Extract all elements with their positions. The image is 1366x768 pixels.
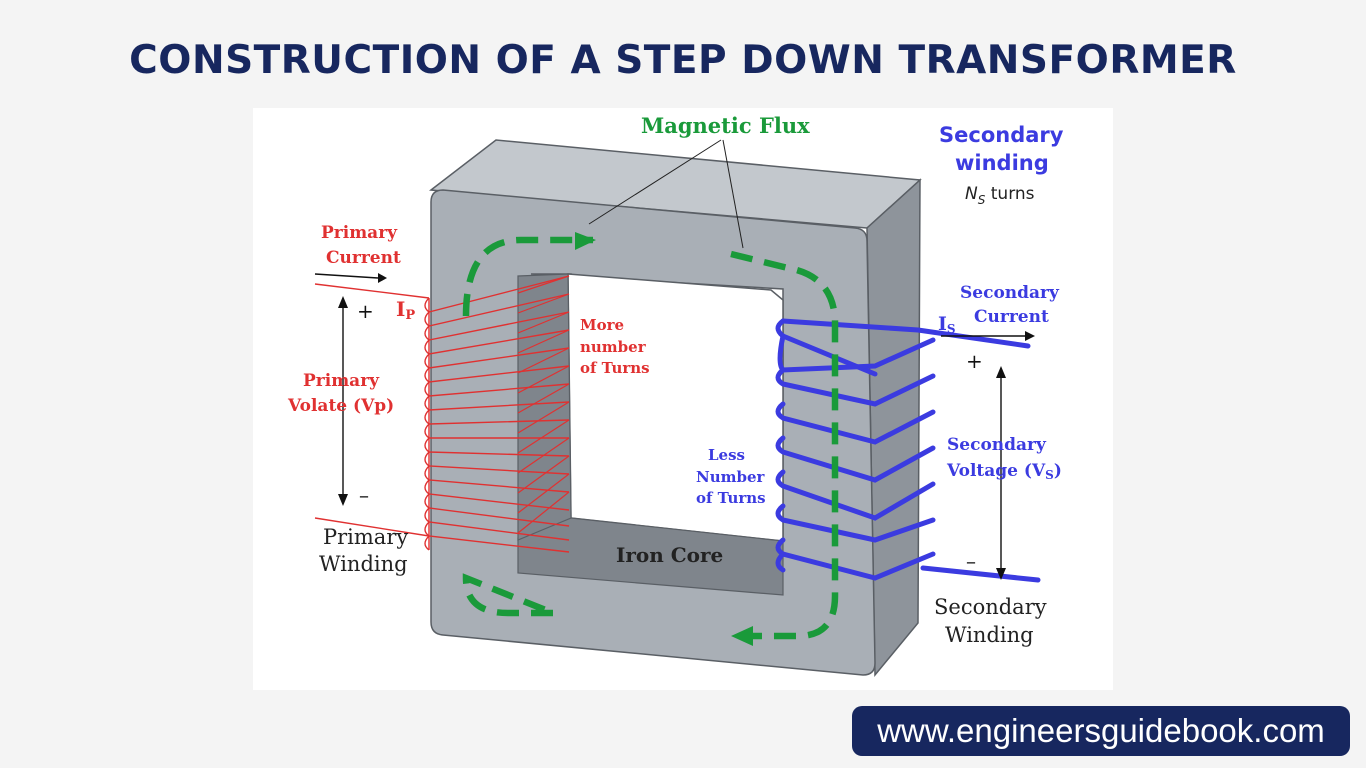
core-right-face	[866, 178, 921, 678]
secondary-voltage-arrowhead-bottom	[996, 568, 1006, 580]
magnetic-flux-label: Magnetic Flux	[641, 113, 810, 138]
iron-core-label: Iron Core	[616, 543, 723, 567]
secondary-voltage-label-line2: Voltage (VS)	[946, 461, 1062, 482]
less-turns-label-line2: Number	[696, 468, 766, 486]
flux-leader-1	[588, 139, 722, 225]
flux-arrow-top	[575, 232, 596, 250]
primary-minus-sign: –	[359, 483, 369, 507]
secondary-minus-sign: –	[966, 549, 976, 573]
primary-voltage-arrowhead-top	[338, 296, 348, 308]
primary-current-label-line2: Current	[326, 248, 401, 268]
secondary-current-label-line2: Current	[974, 307, 1049, 327]
ns-turns-label: NS turns	[965, 184, 1035, 207]
secondary-winding-label-line1: Secondary	[934, 595, 1047, 619]
page-title: CONSTRUCTION OF A STEP DOWN TRANSFORMER	[129, 38, 1237, 83]
primary-current-label-line1: Primary	[321, 223, 398, 243]
secondary-current-label-line1: Secondary	[960, 283, 1060, 303]
secondary-voltage-label-line1: Secondary	[947, 435, 1047, 455]
primary-voltage-label-line2: Volate (Vp)	[287, 396, 394, 416]
secondary-winding-label-line2: Winding	[945, 623, 1034, 647]
secondary-current-arrowhead	[1025, 331, 1035, 341]
primary-voltage-label-line1: Primary	[303, 371, 380, 391]
more-turns-label-line3: of Turns	[580, 359, 650, 377]
transformer-diagram: Magnetic Flux Secondary winding NS turns…	[287, 113, 1064, 678]
primary-winding-label-line1: Primary	[323, 525, 408, 549]
primary-voltage-arrowhead-bottom	[338, 494, 348, 506]
primary-plus-sign: +	[357, 299, 374, 323]
primary-winding	[314, 275, 570, 553]
more-turns-label-line2: number	[580, 338, 647, 356]
primary-winding-back	[517, 275, 570, 534]
primary-winding-label-line2: Winding	[319, 552, 408, 576]
flux-arrow-bottom	[731, 626, 753, 646]
is-label: IS	[938, 313, 956, 336]
secondary-plus-sign: +	[966, 349, 983, 373]
less-turns-label-line3: of Turns	[696, 489, 766, 507]
secondary-winding-title-line2: winding	[955, 151, 1049, 175]
primary-current-arrowhead	[378, 273, 387, 283]
flux-leader-2	[722, 139, 744, 249]
less-turns-label-line1: Less	[708, 446, 745, 464]
transformer-diagram-panel: Magnetic Flux Secondary winding NS turns…	[253, 108, 1113, 690]
primary-current-arrow	[314, 273, 379, 279]
secondary-voltage-arrowhead-top	[996, 366, 1006, 378]
magnetic-flux-path	[462, 236, 839, 640]
ip-label: IP	[396, 297, 415, 323]
more-turns-label-line1: More	[580, 316, 624, 334]
secondary-winding-title-line1: Secondary	[939, 123, 1064, 147]
secondary-winding	[775, 318, 1041, 583]
website-url-badge: www.engineersguidebook.com	[852, 706, 1350, 756]
